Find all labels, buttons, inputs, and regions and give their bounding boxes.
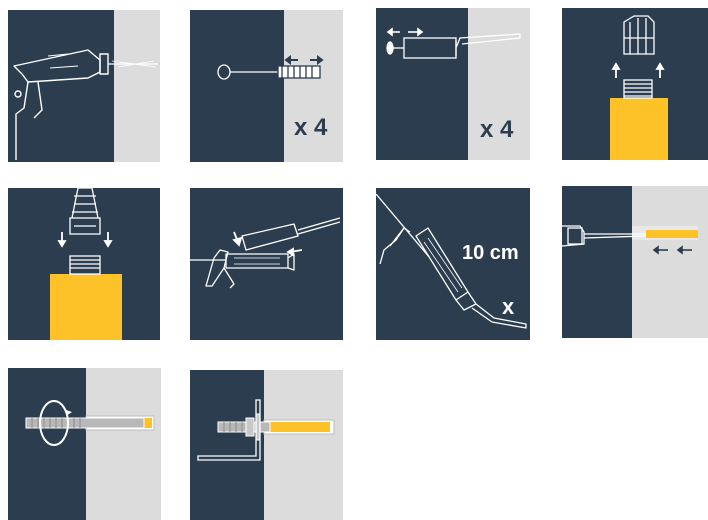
step-7-discard-first-mortar: 10 cm x xyxy=(376,188,530,340)
step-6-load-dispenser xyxy=(190,188,343,340)
wall-section xyxy=(284,10,343,162)
dispenser-gun-icon xyxy=(190,217,341,289)
step-4-remove-cap xyxy=(562,8,708,160)
step-3-blow-out-hole: x 4 xyxy=(376,8,530,160)
wall-section xyxy=(114,10,160,162)
discard-mortar-icon xyxy=(376,193,527,329)
mixing-nozzle-icon xyxy=(50,188,122,340)
drill-icon xyxy=(13,49,158,160)
blow-pump-icon xyxy=(386,27,521,59)
inject-mortar-icon xyxy=(562,225,698,255)
wall-section xyxy=(86,368,161,520)
step-9-insert-rod xyxy=(8,368,161,520)
fixture-mounting-icon xyxy=(197,399,335,461)
step-5-attach-nozzle xyxy=(8,188,160,340)
repeat-count-label: x 4 xyxy=(480,116,514,143)
wall-section xyxy=(264,370,343,520)
cartridge-cap-icon xyxy=(610,15,668,160)
wall-section xyxy=(468,8,530,160)
step-2-brush-hole: x 4 xyxy=(190,10,343,162)
insert-rod-icon xyxy=(25,400,155,446)
step-10-mount-fixture xyxy=(190,370,343,520)
discard-length-label: 10 cm xyxy=(462,242,519,264)
discard-mark: x xyxy=(502,294,515,319)
cleaning-brush-icon xyxy=(217,55,324,80)
step-8-inject-mortar xyxy=(562,186,708,338)
step-1-drill-hole xyxy=(8,10,160,162)
repeat-count-label: x 4 xyxy=(294,114,328,141)
wall-section xyxy=(632,186,708,338)
